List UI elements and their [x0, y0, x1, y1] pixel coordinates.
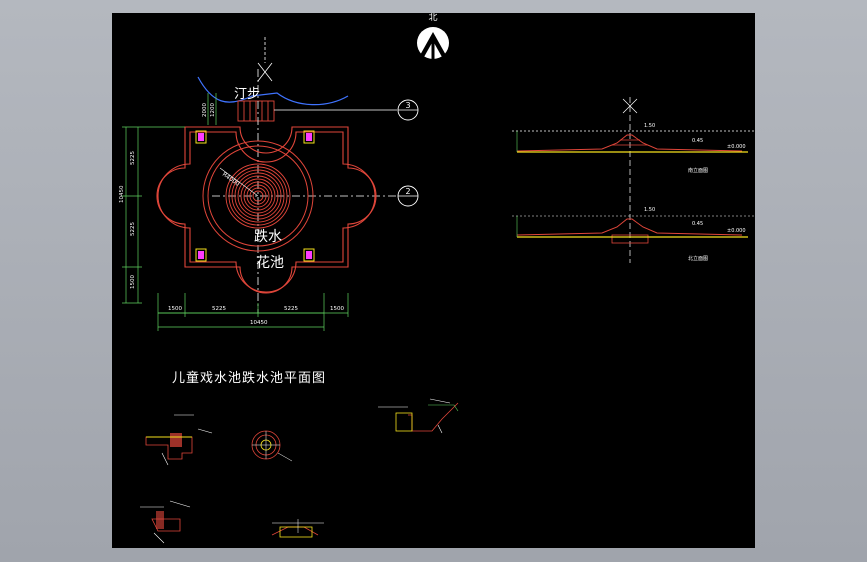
- section-elevation-1: 1.50 0.45 ±0.000 南立面图: [512, 97, 755, 263]
- flower-bed-label: 花池: [256, 255, 284, 271]
- dim-bottom-1: 1500: [168, 306, 182, 312]
- north-arrow-icon: 北: [417, 13, 449, 59]
- cascade-label: 跌水: [254, 229, 282, 245]
- cad-drawing-canvas[interactable]: 北 汀步 3: [112, 13, 755, 548]
- corner-planters: [195, 130, 315, 262]
- pool-plan: 汀步 3 2: [119, 37, 419, 331]
- dim-top-1: 2000: [202, 103, 208, 117]
- sec2-caption: 北立面图: [688, 255, 708, 262]
- sec2-dim: 1.50: [644, 207, 655, 213]
- stepping-label: 汀步: [234, 87, 260, 102]
- axis-label-a: 3: [405, 101, 410, 110]
- detail-drawing-4: [140, 500, 191, 544]
- dim-bottom-2: 5225: [212, 306, 226, 312]
- dim-left-4: 1500: [130, 275, 136, 289]
- water-edge-line: [197, 76, 349, 106]
- sec1-level-a: 0.45: [692, 138, 703, 144]
- cad-drawing: 北 汀步 3: [119, 13, 755, 544]
- sec1-dim: 1.50: [644, 123, 655, 129]
- detail-drawing-2: [251, 430, 293, 462]
- dim-top-2: 1200: [210, 103, 216, 117]
- plan-compass-icon: [257, 37, 273, 82]
- section-elevation-2: 1.50 0.45 ±0.000 北立面图: [512, 207, 755, 262]
- plan-dimensions: [122, 93, 349, 331]
- axis-marker-a: 3: [397, 99, 419, 121]
- detail-drawing-5: [271, 519, 324, 538]
- axis-marker-b: 2: [397, 185, 419, 207]
- axis-label-b: 2: [405, 187, 410, 196]
- dim-bottom-4: 1500: [330, 306, 344, 312]
- pool-outline: [156, 126, 377, 294]
- dim-left-3: 10450: [119, 185, 125, 203]
- north-label: 北: [428, 13, 437, 23]
- sec1-level-b: ±0.000: [727, 144, 746, 150]
- dim-left-2: 5225: [130, 222, 136, 236]
- dim-left-1: 5225: [130, 151, 136, 165]
- detail-drawing-3: [378, 398, 459, 434]
- sec2-level-a: 0.45: [692, 221, 703, 227]
- central-ring-pool: [202, 140, 314, 252]
- dim-bottom-total: 10450: [250, 320, 268, 326]
- sec2-level-b: ±0.000: [727, 228, 746, 234]
- dim-bottom-3: 5225: [284, 306, 298, 312]
- drawing-title: 儿童戏水池跌水池平面图: [172, 370, 326, 386]
- detail-drawing-1: [145, 414, 213, 466]
- sec1-caption: 南立面图: [688, 167, 708, 174]
- stepping-stones: [237, 100, 275, 122]
